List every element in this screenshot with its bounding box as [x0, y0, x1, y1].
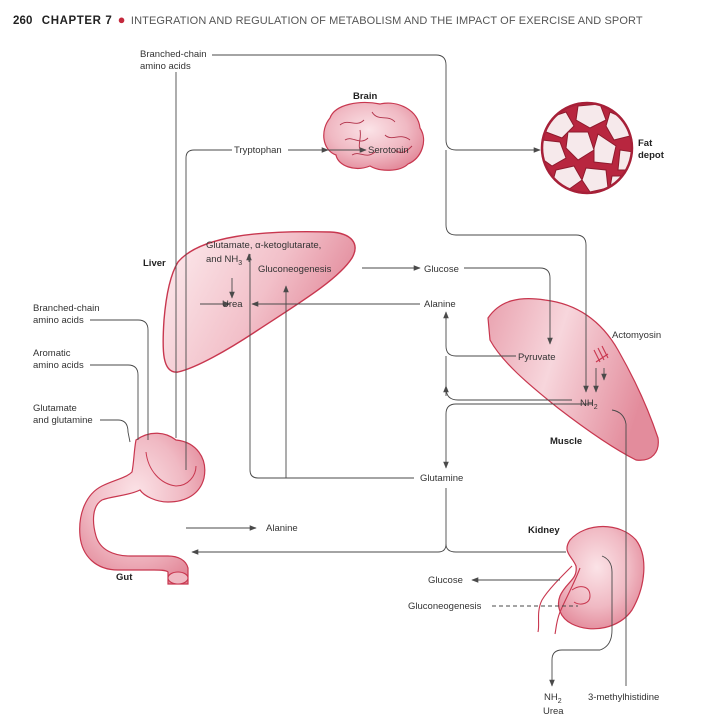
- alanine-gut-label: Alanine: [266, 523, 298, 534]
- liver-label: Liver: [143, 258, 166, 269]
- nh2-bottom-sub: 2: [558, 698, 562, 705]
- brain-label: Brain: [353, 91, 377, 102]
- nh2-muscle-text: NH: [580, 398, 594, 409]
- aromatic-label-2: amino acids: [33, 360, 84, 371]
- page-header: 260 CHAPTER 7 ● INTEGRATION AND REGULATI…: [13, 12, 643, 27]
- serotonin-label: Serotonin: [368, 145, 409, 156]
- nh2-muscle-sub: 2: [594, 404, 598, 411]
- actomyosin-label: Actomyosin: [612, 330, 661, 341]
- fat-depot-label-1: Fat: [638, 138, 653, 149]
- liver-glutamate-label: Glutamate, α-ketoglutarate,: [206, 240, 321, 251]
- glutamate-label-1: Glutamate: [33, 403, 77, 414]
- glucose-kidney-label: Glucose: [428, 575, 463, 586]
- liver-organ: [162, 230, 356, 373]
- chapter-label: CHAPTER 7: [41, 15, 113, 27]
- tryptophan-label: Tryptophan: [234, 145, 282, 156]
- kidney-organ: [537, 525, 645, 635]
- glutamine-label: Glutamine: [420, 473, 463, 484]
- bcaa-left-label-1: Branched-chain: [33, 303, 100, 314]
- bcaa-top-label-1: Branched-chain: [140, 49, 207, 60]
- urea-bottom-label: Urea: [543, 706, 564, 717]
- liver-nh3-label: and NH3: [206, 254, 242, 267]
- bcaa-top-label-2: amino acids: [140, 61, 191, 72]
- chapter-title: INTEGRATION AND REGULATION OF METABOLISM…: [130, 15, 643, 27]
- alanine-mid-label: Alanine: [424, 299, 456, 310]
- urea-liver-label: Urea: [222, 299, 243, 310]
- gluconeogenesis-kidney-label: Gluconeogenesis: [408, 601, 482, 612]
- glucose-mid-label: Glucose: [424, 264, 459, 275]
- glutamate-label-2: and glutamine: [33, 415, 93, 426]
- pyruvate-label: Pyruvate: [518, 352, 556, 363]
- aromatic-label-1: Aromatic: [33, 348, 71, 359]
- liver-nh3-text: and NH: [206, 254, 238, 265]
- kidney-label: Kidney: [528, 525, 560, 536]
- methylhistidine-label: 3-methylhistidine: [588, 692, 659, 703]
- fat-depot-label-2: depot: [638, 150, 665, 161]
- gluconeogenesis-liver-label: Gluconeogenesis: [258, 264, 332, 275]
- liver-nh3-sub: 3: [238, 260, 242, 267]
- bullet-icon: ●: [117, 12, 126, 27]
- muscle-label: Muscle: [550, 436, 582, 447]
- gut-organ: [79, 432, 206, 585]
- nh2-bottom-label: NH2: [544, 692, 562, 705]
- gut-label: Gut: [116, 572, 133, 583]
- bcaa-left-label-2: amino acids: [33, 315, 84, 326]
- fat-depot-organ: [540, 101, 634, 195]
- pathway-lines: [90, 54, 627, 687]
- brain-organ: [323, 101, 425, 171]
- page-number: 260: [13, 15, 33, 27]
- muscle-organ: [487, 297, 659, 461]
- nh2-bottom-text: NH: [544, 692, 558, 703]
- nh2-muscle-label: NH2: [580, 398, 598, 411]
